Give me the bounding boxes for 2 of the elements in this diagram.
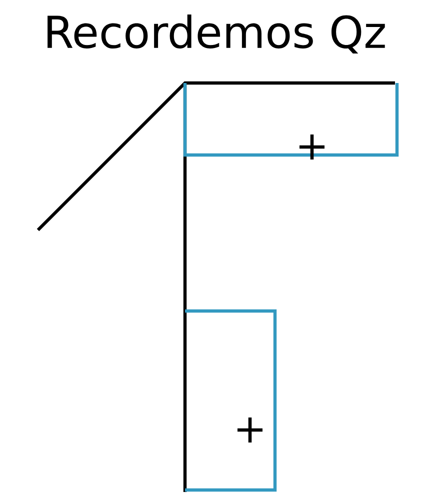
charge-box: + [185,309,277,492]
title: Recordemos Qz [48,14,385,54]
